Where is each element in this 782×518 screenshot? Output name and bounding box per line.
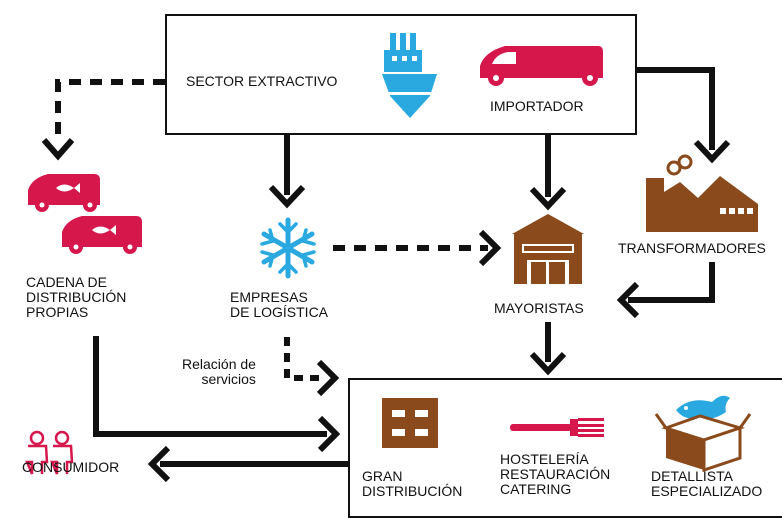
label-cadena-distribucion: CADENA DE DISTRIBUCIÓN PROPIAS [26, 274, 127, 320]
arrow-transformadores-to-mayoristas [628, 262, 715, 303]
arrowhead-distribucion [529, 351, 567, 376]
label-transformadores: TRANSFORMADORES [618, 240, 766, 256]
arrowhead-transformadores [693, 139, 731, 164]
label-gran-distribucion: GRAN DISTRIBUCIÓN [362, 468, 463, 499]
arrow-extractivo-to-cadena [55, 79, 165, 140]
fish-box-icon [654, 395, 752, 473]
arrow-servicios [284, 337, 325, 381]
label-hosteleria: HOSTELERÍA RESTAURACIÓN CATERING [500, 451, 611, 497]
warehouse-icon [512, 214, 584, 284]
label-mayoristas: MAYORISTAS [494, 300, 584, 316]
arrowhead-logistica [268, 184, 306, 209]
factory-icon [646, 154, 758, 232]
label-importador: IMPORTADOR [490, 98, 584, 114]
fork-icon [510, 418, 604, 437]
label-consumidor: CONSUMIDOR [22, 459, 120, 475]
fish-van-icon [28, 174, 142, 254]
arrowhead-consumidor [147, 445, 171, 483]
arrowhead-cadena [41, 138, 75, 161]
label-sector-extractivo: SECTOR EXTRACTIVO [186, 73, 338, 89]
ship-icon [382, 33, 437, 118]
van-icon [480, 46, 603, 86]
arrowhead-servicios [316, 359, 340, 397]
label-relacion-servicios: Relación de servicios [182, 356, 256, 387]
label-empresas-logistica: EMPRESAS DE LOGÍSTICA [230, 289, 329, 320]
arrowhead-logistica-mayoristas [478, 229, 502, 267]
snowflake-icon [260, 217, 316, 279]
arrow-importador-to-transformadores [637, 67, 715, 150]
label-detallista: DETALLISTA ESPECIALIZADO [651, 468, 763, 499]
arrowhead-mayoristas [529, 186, 567, 211]
arrow-cadena-to-distribucion [93, 336, 327, 437]
arrowhead-transformadores-mayoristas [616, 281, 640, 319]
pallet-icon [382, 398, 438, 448]
arrowhead-cadena-distribucion [317, 415, 341, 453]
people-icon [25, 430, 74, 475]
